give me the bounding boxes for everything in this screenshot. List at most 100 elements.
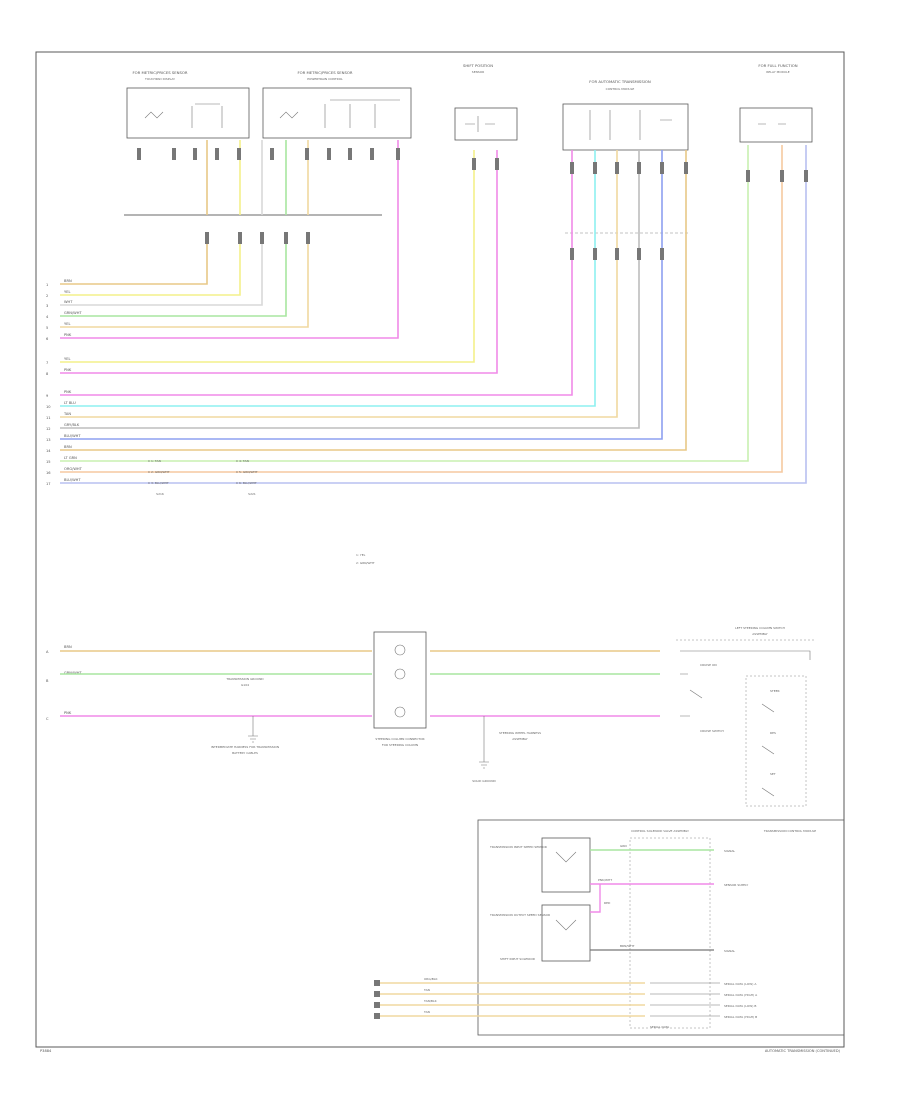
wire-16 [60,145,783,473]
cruise-switch-label: CRUISE SWITCH [700,729,724,733]
splice-notes: C 1: TAN C 2: GRN/WHT C 3: BLU/WHT C 4: … [148,459,258,496]
splice-note-5: C 5: GRN/WHT [236,470,258,474]
ground-left-label: TRANSMISSION GROUND [225,677,264,681]
component-2-sub: POWERTRAIN CONTROL [307,77,343,81]
component-3-sub: SENSOR [472,70,484,74]
wire-2 [60,140,241,296]
harness-wires [60,140,807,484]
switch-group [745,675,807,807]
pin-15: 15 [46,460,51,464]
wire-1 [60,140,208,285]
mid-note-2: 2: GRN/WHT [356,561,375,565]
component-3-title: SHIFT POSITION [463,63,493,68]
row-3-label: WHT [64,300,73,304]
row-14-label: BRN [64,445,72,449]
component-1-title: FOR METRIC/PRICES SENSOR [132,70,187,75]
top-component-3: SHIFT POSITION SENSOR [454,63,518,141]
mid-note-1: 1: YEL [356,553,366,557]
row-9-label: PNK [64,390,72,394]
wire-15 [60,145,749,462]
pin-4: 4 [46,315,49,319]
row-1-label: BRN [64,279,72,283]
sensor-b-box [541,904,591,962]
row-7-label: YEL [64,357,70,361]
steering-top-label: LEFT STEERING COLUMN SWITCH [735,626,785,630]
harness-left-label: INTERMEDIATE HARNESS FOR TRANSMISSION [211,745,279,749]
wire-12 [60,150,640,429]
sensor-a-box [541,837,591,893]
cruise-on-label: CRUISE ON [700,663,717,667]
wire-8 [60,150,498,374]
harness-row-labels: 1 BRN 2 YEL 3 WHT 4 GRN/WHT 5 YEL 6 PNK … [46,279,83,486]
splice-ref-2: S221 [248,492,256,496]
bus-row-2-right: SERIAL DATA (HIGH) A [724,993,758,997]
wire-11 [60,150,618,418]
bottom-section: TRANSMISSION CONTROL MODULE CONTROL SOLE… [374,819,845,1036]
pin-10: 10 [46,405,51,409]
pin-12: 12 [46,427,51,431]
pin-13: 13 [46,438,51,442]
wire-13 [60,150,663,440]
steering-column-connector [373,631,427,729]
harness-left-label-2: BATTERY CABLES [232,751,258,755]
row-10-label: LT BLU [64,401,76,405]
switch-item-1: STEER [770,689,780,693]
sensor-a-label: TRANSMISSION INPUT SPEED SENSOR [489,845,547,849]
wire-5 [60,140,309,328]
splice-note-4: C 4: TAN [236,459,249,463]
top-component-1: FOR METRIC/PRICES SENSOR TOUCHPAD DISPLA… [126,70,250,139]
wire-a-label: GRN [620,844,627,848]
component-1-sub: TOUCHPAD DISPLAY [144,77,175,81]
switch-item-2: RES [770,731,776,735]
wire-7 [60,150,475,363]
row-6-label: PNK [64,333,72,337]
splice-ref-1: S216 [156,492,164,496]
pin-17: 17 [46,482,51,486]
wire-14 [60,150,687,451]
harness-right-label-2: ASSEMBLY [512,737,528,741]
ground-left-ref: G104 [241,683,249,687]
component-5-title: FOR FULL FUNCTION [758,63,797,68]
side-left-label: SHIFT INPUT SOLENOID [500,957,536,961]
bus-row-4-right: SERIAL DATA (HIGH) B [724,1015,757,1019]
splice-note-1: C 1: TAN [148,459,161,463]
bus-row-1-right: SERIAL DATA (LOW) A [724,982,757,986]
row-8-label: PNK [64,368,72,372]
top-component-4: FOR AUTOMATIC TRANSMISSION CONTROL MODUL… [562,79,689,151]
tcm-sub: CONTROL SOLENOID VALVE ASSEMBLY [631,829,689,833]
component-4-title: FOR AUTOMATIC TRANSMISSION [589,79,651,84]
wire-c-label: RED [604,901,611,905]
sensor-b-label: TRANSMISSION OUTPUT SPEED SENSOR [489,913,550,917]
row-11-label: TAN [63,412,71,416]
steering-top-label-2: ASSEMBLY [752,632,768,636]
pin-3: 3 [46,304,48,308]
mid-pin-c: C [46,717,49,721]
wire-6 [60,140,399,339]
ground-right-label: SOLID GROUND [472,779,496,783]
row-15-label: LT GRN [64,456,77,460]
wire-d-label: BRN/WHT [620,944,635,948]
splice-note-3: C 3: BLU/WHT [148,481,169,485]
shift-lock-sub: FOR STEERING COLUMN [382,743,418,747]
row-12-label: GRY/BLK [64,423,80,427]
tcm-title: TRANSMISSION CONTROL MODULE [763,829,816,833]
right-label-2: SENSOR SUPPLY [724,883,748,887]
bus-row-2-label: TAN [423,988,430,992]
pin-2: 2 [46,294,48,298]
wire-4 [60,140,287,317]
pin-9: 9 [46,394,49,398]
mid-label-c: PNK [64,711,72,715]
wire-10 [60,150,596,407]
row-4-label: GRN/WHT [64,311,82,315]
pin-8: 8 [46,372,49,376]
component-4-sub: CONTROL MODULE [606,87,635,91]
row-5-label: YEL [64,322,70,326]
footer-left: P3884 [40,1049,52,1053]
middle-section: A B C BRN GRN/WHT PNK TRANSMISSION GROUN… [46,626,816,807]
pin-16: 16 [46,471,51,475]
pin-1: 1 [46,283,48,287]
component-5-sub: RELAY MODULE [766,70,789,74]
bus-row-4-label: TAN [423,1010,430,1014]
mid-pin-a: A [46,650,49,654]
